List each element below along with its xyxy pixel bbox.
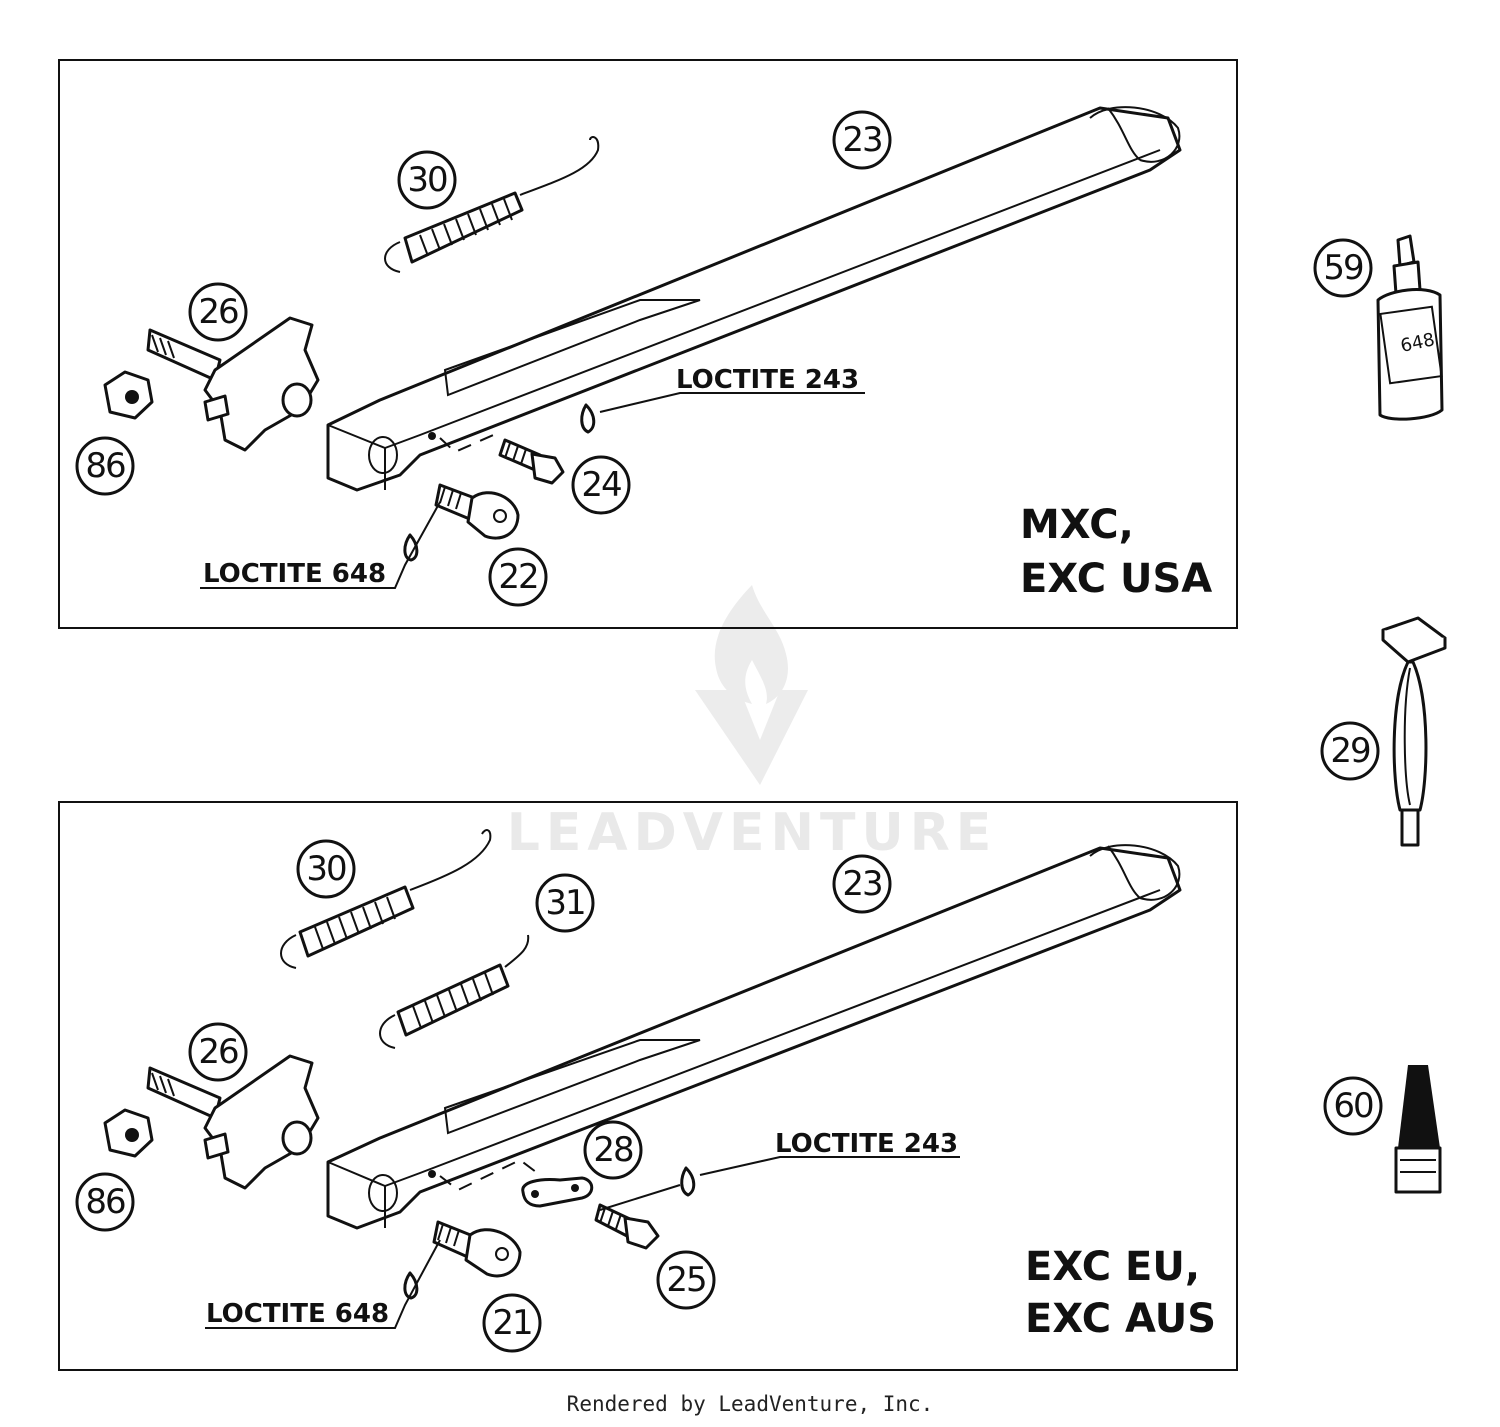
spring-part-3: [379, 934, 530, 1049]
bolt-part-lower: [200, 483, 520, 589]
callout-23-2: 23: [832, 854, 892, 914]
callout-24: 24: [571, 455, 631, 515]
loctite-bottle-part: 648: [1376, 234, 1444, 421]
bolt-part-lower-2: [205, 1220, 522, 1329]
callout-30: 30: [397, 150, 457, 210]
watermark: LEADVENTURE: [507, 585, 998, 863]
callout-30-2: 30: [296, 839, 356, 899]
svg-text:31: 31: [545, 883, 584, 923]
svg-text:86: 86: [85, 446, 125, 486]
svg-text:30: 30: [306, 849, 346, 889]
loctite-648-label: LOCTITE 648: [203, 559, 386, 589]
bolt-part-upper: [439, 392, 865, 485]
svg-text:86: 86: [85, 1182, 125, 1222]
model-line-2: EXC USA: [1020, 556, 1212, 602]
spring-part: [384, 136, 600, 273]
svg-text:29: 29: [1330, 731, 1370, 771]
pivot-bolt-part: [146, 316, 320, 452]
callout-86-2: 86: [75, 1172, 135, 1232]
svg-text:26: 26: [198, 292, 238, 332]
sealant-tube-part: [1394, 1065, 1442, 1194]
callout-29: 29: [1320, 721, 1380, 781]
callout-59: 59: [1313, 238, 1373, 298]
svg-text:30: 30: [407, 160, 447, 200]
callout-23: 23: [832, 110, 892, 170]
svg-text:60: 60: [1333, 1086, 1373, 1126]
svg-text:23: 23: [842, 864, 881, 904]
model-line-2-2: EXC AUS: [1025, 1296, 1216, 1342]
callout-31: 31: [535, 873, 595, 933]
callout-28: 28: [583, 1120, 643, 1180]
svg-text:28: 28: [593, 1130, 633, 1170]
watermark-text: LEADVENTURE: [507, 803, 998, 863]
footer-credit: Rendered by LeadVenture, Inc.: [566, 1392, 934, 1416]
callout-26-2: 26: [188, 1022, 248, 1082]
watermark-flame-icon: [714, 585, 788, 704]
nut-part: [103, 370, 154, 420]
spring-part-2: [280, 829, 492, 969]
side-stand-part-2: [326, 844, 1182, 1230]
model-line-1-2: EXC EU,: [1025, 1244, 1200, 1290]
t-handle-tool-part: [1381, 616, 1447, 847]
svg-text:24: 24: [581, 465, 621, 505]
svg-text:25: 25: [666, 1260, 705, 1300]
svg-text:22: 22: [498, 557, 537, 597]
callout-60: 60: [1323, 1076, 1383, 1136]
svg-text:59: 59: [1323, 248, 1363, 288]
svg-text:21: 21: [492, 1303, 531, 1343]
callout-21: 21: [482, 1293, 542, 1353]
side-stand-part: [326, 106, 1182, 492]
bolt-part-upper-2: [594, 1156, 960, 1250]
loctite-243-label: LOCTITE 243: [676, 365, 859, 395]
svg-text:23: 23: [842, 120, 881, 160]
panel-bottom: LOCTITE 243 LOCTITE 648 EXC EU, EXC AUS …: [58, 801, 1238, 1371]
callout-25: 25: [656, 1250, 716, 1310]
svg-text:26: 26: [198, 1032, 238, 1072]
panel-top-frame: [58, 59, 1238, 629]
panel-top: LOCTITE 243 LOCTITE 648 MXC, EXC USA 23 …: [58, 59, 1238, 629]
panel-bottom-frame: [58, 801, 1238, 1371]
loctite-243-label-2: LOCTITE 243: [775, 1129, 958, 1159]
callout-86: 86: [75, 436, 135, 496]
callout-22: 22: [488, 547, 548, 607]
pivot-bolt-part-2: [146, 1054, 320, 1190]
loctite-648-label-2: LOCTITE 648: [206, 1299, 389, 1329]
callout-26: 26: [188, 282, 248, 342]
model-line-1: MXC,: [1020, 502, 1134, 548]
lock-plate-part: [439, 1158, 594, 1208]
watermark-v-icon: [695, 690, 808, 785]
nut-part-2: [103, 1108, 154, 1158]
